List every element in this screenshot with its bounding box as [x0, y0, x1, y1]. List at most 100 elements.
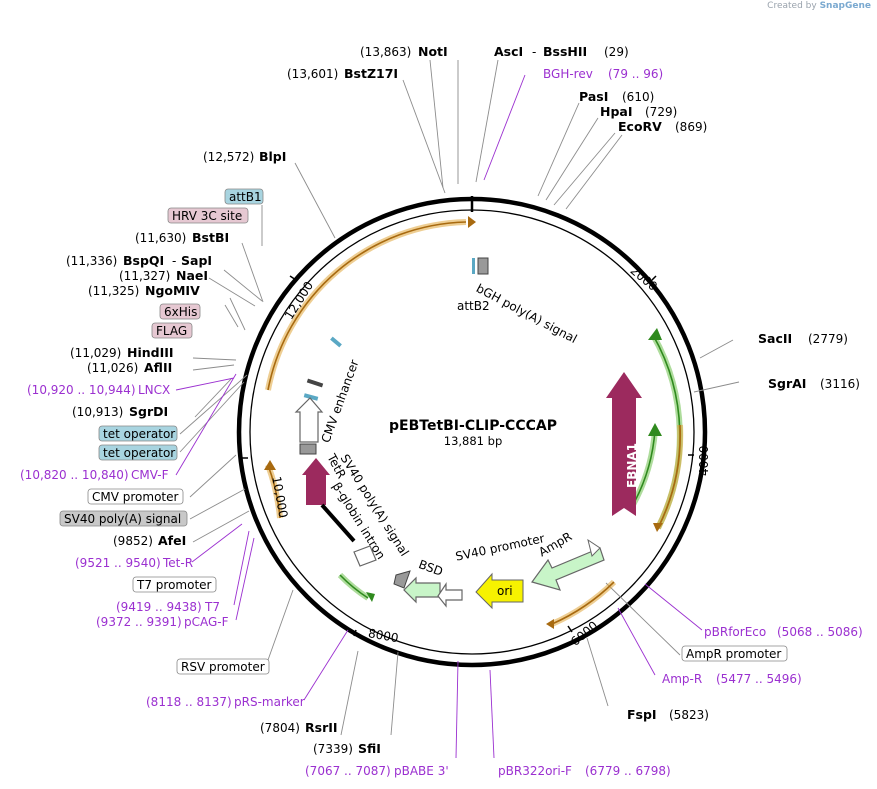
- site-bspQI[interactable]: BspQI: [123, 253, 164, 268]
- label-ampr-promoter[interactable]: AmpR promoter: [681, 645, 788, 662]
- site-sapI[interactable]: SapI: [181, 253, 212, 268]
- leader-lines: [179, 59, 740, 736]
- label-flag[interactable]: FLAG: [151, 322, 193, 339]
- feature-label-bgh: bGH poly(A) signal: [474, 281, 579, 346]
- feature-label-ebna1: EBNA1: [625, 443, 639, 488]
- primer-leaders: [175, 74, 703, 759]
- label-text: HRV 3C site: [172, 209, 242, 223]
- feature-label-sv40-promoter: SV40 promoter: [454, 531, 546, 564]
- primer-lncx[interactable]: LNCX: [138, 383, 170, 397]
- site-ecoRV[interactable]: EcoRV: [618, 119, 662, 134]
- site-sfiI[interactable]: SfiI: [358, 741, 381, 756]
- label-6xhis[interactable]: 6xHis: [159, 303, 201, 320]
- site-separator: -: [172, 254, 176, 268]
- site-position: (11,029): [70, 346, 121, 360]
- primer-range: (79 .. 96): [608, 67, 663, 81]
- site-ascI[interactable]: AscI: [494, 44, 523, 59]
- site-aflII[interactable]: AflII: [144, 360, 172, 375]
- site-position: (13,601): [287, 67, 338, 81]
- primer-pcag-f[interactable]: pCAG-F: [184, 615, 229, 629]
- label-text: SV40 poly(A) signal: [64, 512, 181, 526]
- site-position: (9852): [113, 534, 153, 548]
- arc-arrowheads: [264, 216, 663, 629]
- tick-label: 4000: [697, 445, 711, 476]
- primer-range: (9521 .. 9540): [75, 556, 161, 570]
- site-naeI[interactable]: NaeI: [176, 268, 208, 283]
- site-sgrAI[interactable]: SgrAI: [768, 376, 806, 391]
- label-text: CMV promoter: [92, 490, 179, 504]
- tick-marks: [242, 275, 694, 637]
- site-position: (7339): [313, 742, 353, 756]
- site-position: (11,630): [135, 231, 186, 245]
- primer-pbrforeco[interactable]: pBRforEco: [704, 625, 766, 639]
- primer-range: (5068 .. 5086): [777, 625, 863, 639]
- snapgene-credit: Created by SnapGene: [767, 1, 871, 11]
- site-blpI[interactable]: BlpI: [259, 149, 286, 164]
- primer-prs-marker[interactable]: pRS-marker: [234, 695, 305, 709]
- tick-label: 8000: [367, 626, 400, 645]
- plasmid-name: pEBTetBI-CLIP-CCCAP: [389, 418, 557, 434]
- primer-pbabe3[interactable]: pBABE 3': [394, 764, 449, 778]
- site-sgrDI[interactable]: SgrDI: [129, 404, 168, 419]
- primer-bgh-rev[interactable]: BGH-rev: [543, 67, 593, 81]
- plasmid-length: 13,881 bp: [444, 434, 503, 448]
- label-text: T7 promoter: [136, 578, 212, 592]
- site-position: (11,325): [88, 284, 139, 298]
- site-position: (610): [622, 90, 654, 104]
- label-text: attB1: [229, 190, 262, 204]
- primer-tet-r[interactable]: Tet-R: [162, 556, 193, 570]
- label-text: RSV promoter: [181, 660, 265, 674]
- feature-label-attb2: attB2: [457, 299, 490, 313]
- credit-prefix: Created by: [767, 1, 817, 11]
- label-attb1[interactable]: attB1: [224, 188, 264, 205]
- primer-range: (10,820 .. 10,840): [20, 468, 129, 482]
- site-position: (5823): [669, 708, 709, 722]
- site-fspI[interactable]: FspI: [627, 707, 657, 722]
- site-bstBI[interactable]: BstBI: [192, 230, 229, 245]
- primer-range: (10,920 .. 10,944): [27, 383, 136, 397]
- site-bstz17i[interactable]: BstZ17I: [344, 66, 398, 81]
- label-text: FLAG: [156, 324, 187, 338]
- site-position: (2779): [808, 332, 848, 346]
- site-separator: -: [532, 45, 536, 59]
- interior-features: [294, 372, 642, 610]
- primer-cmv-f[interactable]: CMV-F: [131, 468, 169, 482]
- site-hpaI[interactable]: HpaI: [600, 104, 633, 119]
- label-t7-promoter[interactable]: T7 promoter: [132, 576, 217, 593]
- site-afeI[interactable]: AfeI: [158, 533, 186, 548]
- primer-amp-r[interactable]: Amp-R: [662, 672, 702, 686]
- primer-range: (8118 .. 8137): [146, 695, 232, 709]
- site-hindIII[interactable]: HindIII: [127, 345, 174, 360]
- label-text: AmpR promoter: [686, 647, 781, 661]
- tag-blocks: [299, 257, 489, 455]
- label-tet-operator-2[interactable]: tet operator: [98, 444, 178, 461]
- site-position: (11,327): [119, 269, 170, 283]
- site-sacII[interactable]: SacII: [758, 331, 792, 346]
- label-sv40-polya[interactable]: SV40 poly(A) signal: [59, 510, 188, 527]
- outer-arc-features: [265, 219, 684, 627]
- primer-pbr322ori-f[interactable]: pBR322ori-F: [498, 764, 572, 778]
- site-bsshII[interactable]: BssHII: [543, 44, 587, 59]
- label-text: 6xHis: [164, 305, 197, 319]
- site-pasI[interactable]: PasI: [579, 89, 608, 104]
- label-rsv-promoter[interactable]: RSV promoter: [176, 658, 270, 675]
- site-position: (11,336): [66, 254, 117, 268]
- site-position: (29): [604, 45, 629, 59]
- site-notI[interactable]: NotI: [418, 44, 448, 59]
- feature-label-bsd: BSD: [417, 557, 445, 579]
- site-rsrII[interactable]: RsrII: [305, 720, 338, 735]
- label-text: tet operator: [103, 446, 175, 460]
- site-position: (13,863): [360, 45, 411, 59]
- site-ngoMIV[interactable]: NgoMIV: [145, 283, 200, 298]
- site-position: (12,572): [203, 150, 254, 164]
- label-hrv3c[interactable]: HRV 3C site: [167, 207, 249, 224]
- primer-range: (7067 .. 7087): [305, 764, 391, 778]
- feature-label-cmv-enhancer: CMV enhancer: [319, 358, 362, 445]
- site-position: (729): [645, 105, 677, 119]
- primer-t7[interactable]: T7: [204, 600, 220, 614]
- label-tet-operator-1[interactable]: tet operator: [98, 425, 178, 442]
- site-position: (7804): [260, 721, 300, 735]
- label-cmv-promoter[interactable]: CMV promoter: [87, 488, 184, 505]
- tick-label: 10,000: [269, 475, 290, 519]
